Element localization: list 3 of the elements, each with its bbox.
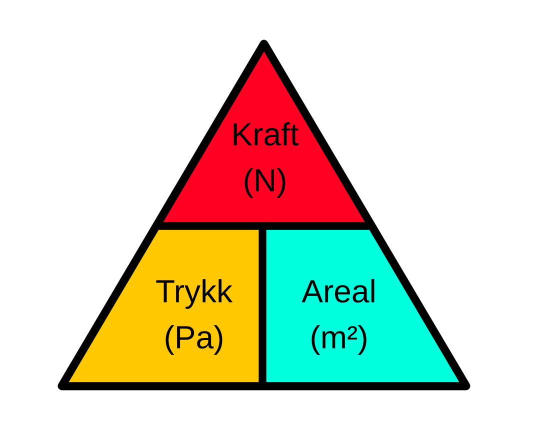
trapezoid-segment: Trykk (Pa) xyxy=(68,230,259,382)
triangle-segment: Kraft (N) xyxy=(163,52,365,222)
trapezoid-segment: Areal (m²) xyxy=(266,230,460,382)
